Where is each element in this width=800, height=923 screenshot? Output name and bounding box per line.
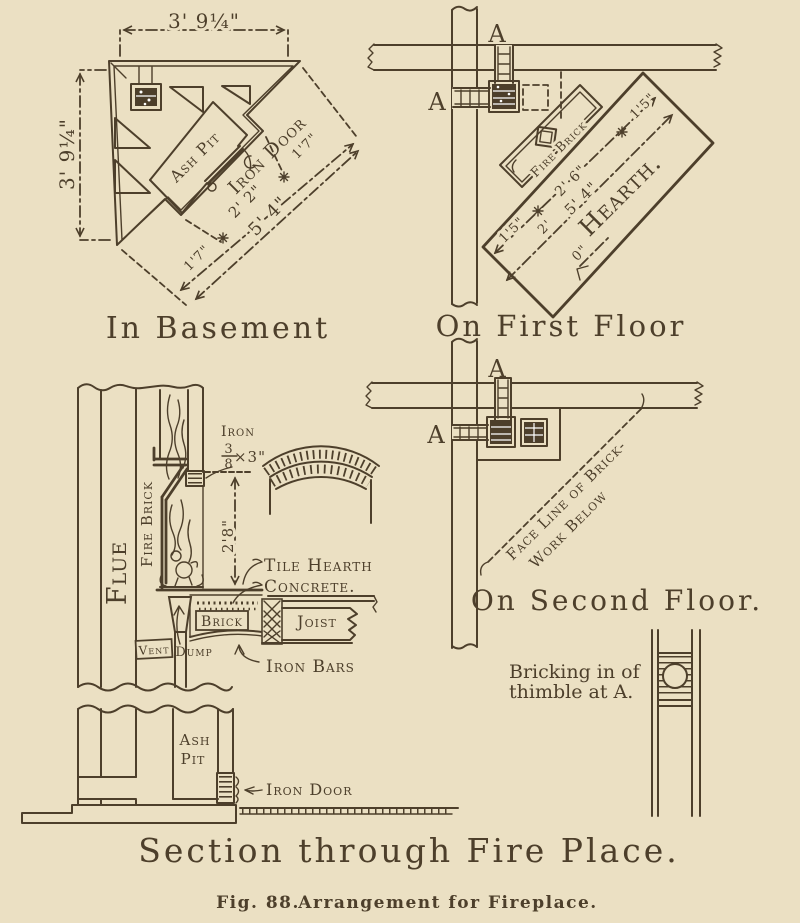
tile-hearth-label: Tile Hearth	[264, 556, 373, 576]
basement-plan: Ash Pit Iron Door 3' 9¼" 3' 9¼" 1'7" 2' …	[52, 6, 360, 346]
ff-seg1: 1'5"	[496, 214, 528, 246]
flue-label: Flue	[102, 541, 133, 605]
sf-caption: On Second Floor.	[471, 584, 763, 617]
ff-a-top: A	[487, 20, 506, 48]
ff-a-left: A	[427, 88, 446, 116]
sf-face-line-1: Face Line of Brick-	[503, 437, 630, 564]
basement-diag-seg1: 1'7"	[181, 242, 213, 274]
sf-note-1: Bricking in of	[509, 661, 642, 683]
basement-top-dim: 3' 9¼"	[168, 9, 240, 33]
section-fire-brick-label: Fire Brick	[138, 481, 156, 567]
ff-width-b: 0"	[569, 242, 591, 264]
ff-seg3: 1'5"	[627, 90, 659, 122]
vent-label: Vent	[137, 642, 170, 658]
joist-label: Joist	[295, 612, 337, 631]
section-view: Flue Fire Brick Iron 3 8 ×3" 2'8" Tile H…	[21, 383, 680, 870]
iron-label: Iron	[221, 424, 255, 440]
figure-title: Arrangement for Fireplace.	[297, 893, 597, 913]
thimble-detail	[651, 629, 701, 817]
first-floor-plan: 1'5" 2' 6" 1'5" 5' 4" 2' 0" Fire Brick H…	[367, 5, 723, 343]
pit-label: Pit	[181, 750, 206, 768]
sf-note-2: thimble at A.	[509, 681, 633, 703]
ff-width-a: 2'	[535, 217, 555, 237]
second-floor-plan: Face Line of Brick- Work Below A A On Se…	[365, 337, 763, 817]
concrete-label: Concrete.	[264, 577, 356, 597]
iron-frac-rest: ×3"	[234, 448, 266, 466]
iron-frac-den: 8	[224, 457, 233, 472]
iron-frac-num: 3	[224, 442, 233, 457]
sf-a-left: A	[426, 421, 445, 449]
basement-left-dim: 3' 9¼"	[55, 118, 79, 190]
section-caption: Section through Fire Place.	[138, 831, 680, 870]
dim-2-8: 2'8"	[219, 519, 237, 553]
brick-label: Brick	[201, 614, 243, 630]
ff-caption: On First Floor	[436, 309, 687, 343]
iron-bars-label: Iron Bars	[266, 657, 355, 677]
basement-caption: In Basement	[106, 311, 330, 346]
section-iron-door-label: Iron Door	[266, 780, 352, 799]
sf-a-top: A	[487, 355, 506, 383]
figure-label: Fig. 88.	[216, 893, 300, 913]
ash-label: Ash	[179, 731, 211, 749]
dump-label: Dump	[175, 645, 212, 660]
